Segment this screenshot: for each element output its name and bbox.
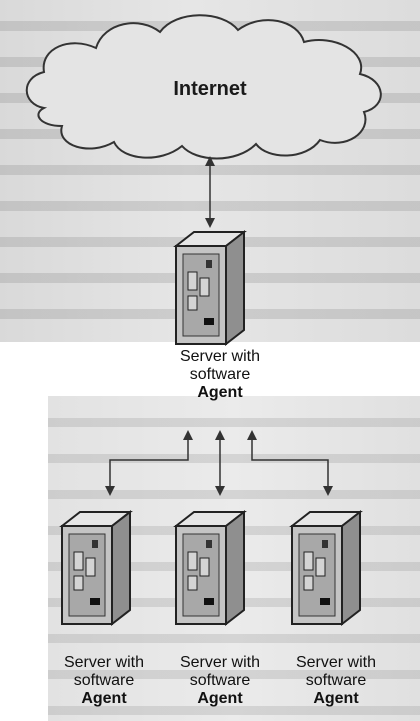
bottom-server-label-3: Server with software Agent [276, 654, 396, 708]
bottom-server-2-line2: software [189, 672, 251, 689]
bottom-server-2-line3: Agent [197, 690, 243, 707]
bottom-server-3-line2: software [305, 672, 367, 689]
bottom-server-icon-2 [175, 511, 245, 625]
bottom-server-3-line3: Agent [313, 690, 359, 707]
bottom-server-2-line1: Server with [179, 654, 261, 671]
internet-cloud [25, 14, 382, 160]
bottom-server-icon-1 [61, 511, 131, 625]
top-server-label: Server with software Agent [160, 348, 280, 402]
bottom-server-3-line1: Server with [295, 654, 377, 671]
top-server-line2: software [189, 366, 251, 383]
bottom-server-1-line3: Agent [81, 690, 127, 707]
internet-label: Internet [173, 78, 247, 100]
bottom-server-1-line2: software [73, 672, 135, 689]
bottom-server-1-line1: Server with [63, 654, 145, 671]
top-server-icon [175, 231, 245, 345]
bottom-server-label-2: Server with software Agent [160, 654, 280, 708]
bottom-server-label-1: Server with software Agent [44, 654, 164, 708]
agent-link-arrows [109, 436, 329, 490]
bottom-server-icon-3 [291, 511, 361, 625]
top-server-line1: Server with [179, 348, 261, 365]
top-server-line3: Agent [197, 384, 243, 401]
